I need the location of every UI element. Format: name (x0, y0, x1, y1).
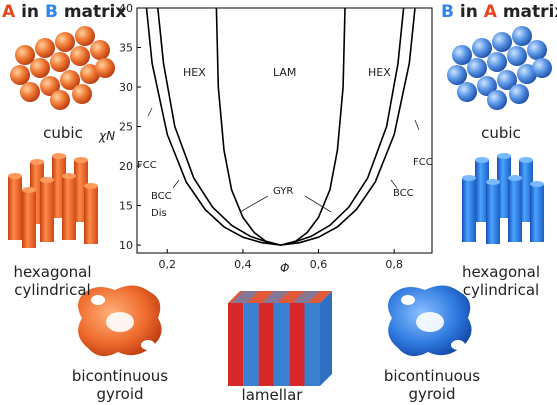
gyroid-orange (78, 285, 162, 357)
lamellar-block (228, 291, 332, 386)
right-cubic-label: cubic (481, 124, 521, 142)
x-tick-label: 0,6 (310, 258, 328, 271)
y-tick-label: 25 (119, 121, 133, 134)
x-tick-label: 0,2 (159, 258, 177, 271)
annotation-bcc-right: BCC (393, 188, 414, 199)
y-tick-label: 35 (119, 42, 133, 55)
x-axis-label: Φ (280, 261, 289, 275)
y-tick-label: 40 (119, 2, 133, 15)
right-title-b: B (441, 2, 454, 22)
region-label-lam: LAM (273, 66, 296, 79)
hexagonal-cylinders-blue (462, 153, 544, 244)
cubic-spheres-blue (447, 26, 552, 110)
pointer-fcc-right (414, 119, 420, 131)
pointer-fcc-left (147, 107, 153, 117)
left-gyr-line1: bicontinuous (71, 367, 169, 385)
annotation-fcc-right: FCC (413, 157, 433, 168)
phase-boundary-line-2 (157, 7, 405, 246)
left-title-b: B (44, 2, 58, 22)
x-axis-ticks: 0,2 0,4 0,6 0,8 (159, 249, 403, 271)
x-tick-label: 0,4 (234, 258, 252, 271)
hexagonal-cylinders-orange (8, 153, 98, 248)
left-cubic-label: cubic (43, 124, 83, 142)
y-tick-label: 20 (119, 160, 133, 173)
left-title-matrix: matrix (57, 2, 127, 22)
right-gyr-line1: bicontinuous (383, 367, 481, 385)
phase-boundary-line-1 (145, 7, 416, 246)
right-hex-line1: hexagonal (461, 263, 541, 281)
y-axis-ticks: 10 15 20 25 30 35 40 (119, 2, 141, 252)
pointer-bcc-right (390, 179, 398, 189)
y-tick-label: 10 (119, 239, 133, 252)
right-gyr-line2: gyroid (408, 385, 456, 403)
pointer-bcc-left (172, 179, 180, 189)
y-tick-label: 15 (119, 200, 133, 213)
pointer-gyr-right (304, 195, 332, 213)
right-title-in: in (453, 2, 484, 22)
right-hex-line2: cylindrical (462, 281, 540, 299)
left-gyroid-label: bicontinuous gyroid (65, 367, 175, 403)
phase-boundary-line-3 (215, 7, 346, 246)
lamellar-label: lamellar (241, 386, 303, 404)
region-label-hex-left: HEX (183, 66, 206, 79)
right-gyroid-label: bicontinuous gyroid (377, 367, 487, 403)
annotation-fcc-left: FCC (137, 160, 157, 171)
gyroid-blue (388, 285, 472, 357)
y-tick-label: 30 (119, 81, 133, 94)
left-title-in: in (15, 2, 45, 22)
cubic-spheres-orange (10, 26, 115, 110)
plot-frame (136, 7, 433, 254)
annotation-dis: Dis (151, 208, 167, 219)
annotation-gyr: GYR (273, 186, 293, 197)
region-label-hex-right: HEX (368, 66, 391, 79)
pointer-gyr-left (239, 195, 269, 213)
annotation-bcc-left: BCC (151, 191, 172, 202)
right-title-matrix: matrix (502, 2, 557, 22)
left-hex-line1: hexagonal (13, 263, 92, 281)
y-axis-label: χN (98, 129, 115, 143)
right-title: B in A matrix (441, 2, 557, 22)
left-hexagonal-label: hexagonal cylindrical (0, 263, 105, 299)
left-title-a: A (2, 2, 16, 22)
x-tick-label: 0,8 (385, 258, 403, 271)
left-gyr-line2: gyroid (96, 385, 144, 403)
left-hex-line2: cylindrical (14, 281, 91, 299)
right-title-a: A (483, 2, 497, 22)
phase-boundary-curves (145, 7, 416, 246)
right-hexagonal-label: hexagonal cylindrical (446, 263, 556, 299)
left-title: A in B matrix (2, 2, 126, 22)
